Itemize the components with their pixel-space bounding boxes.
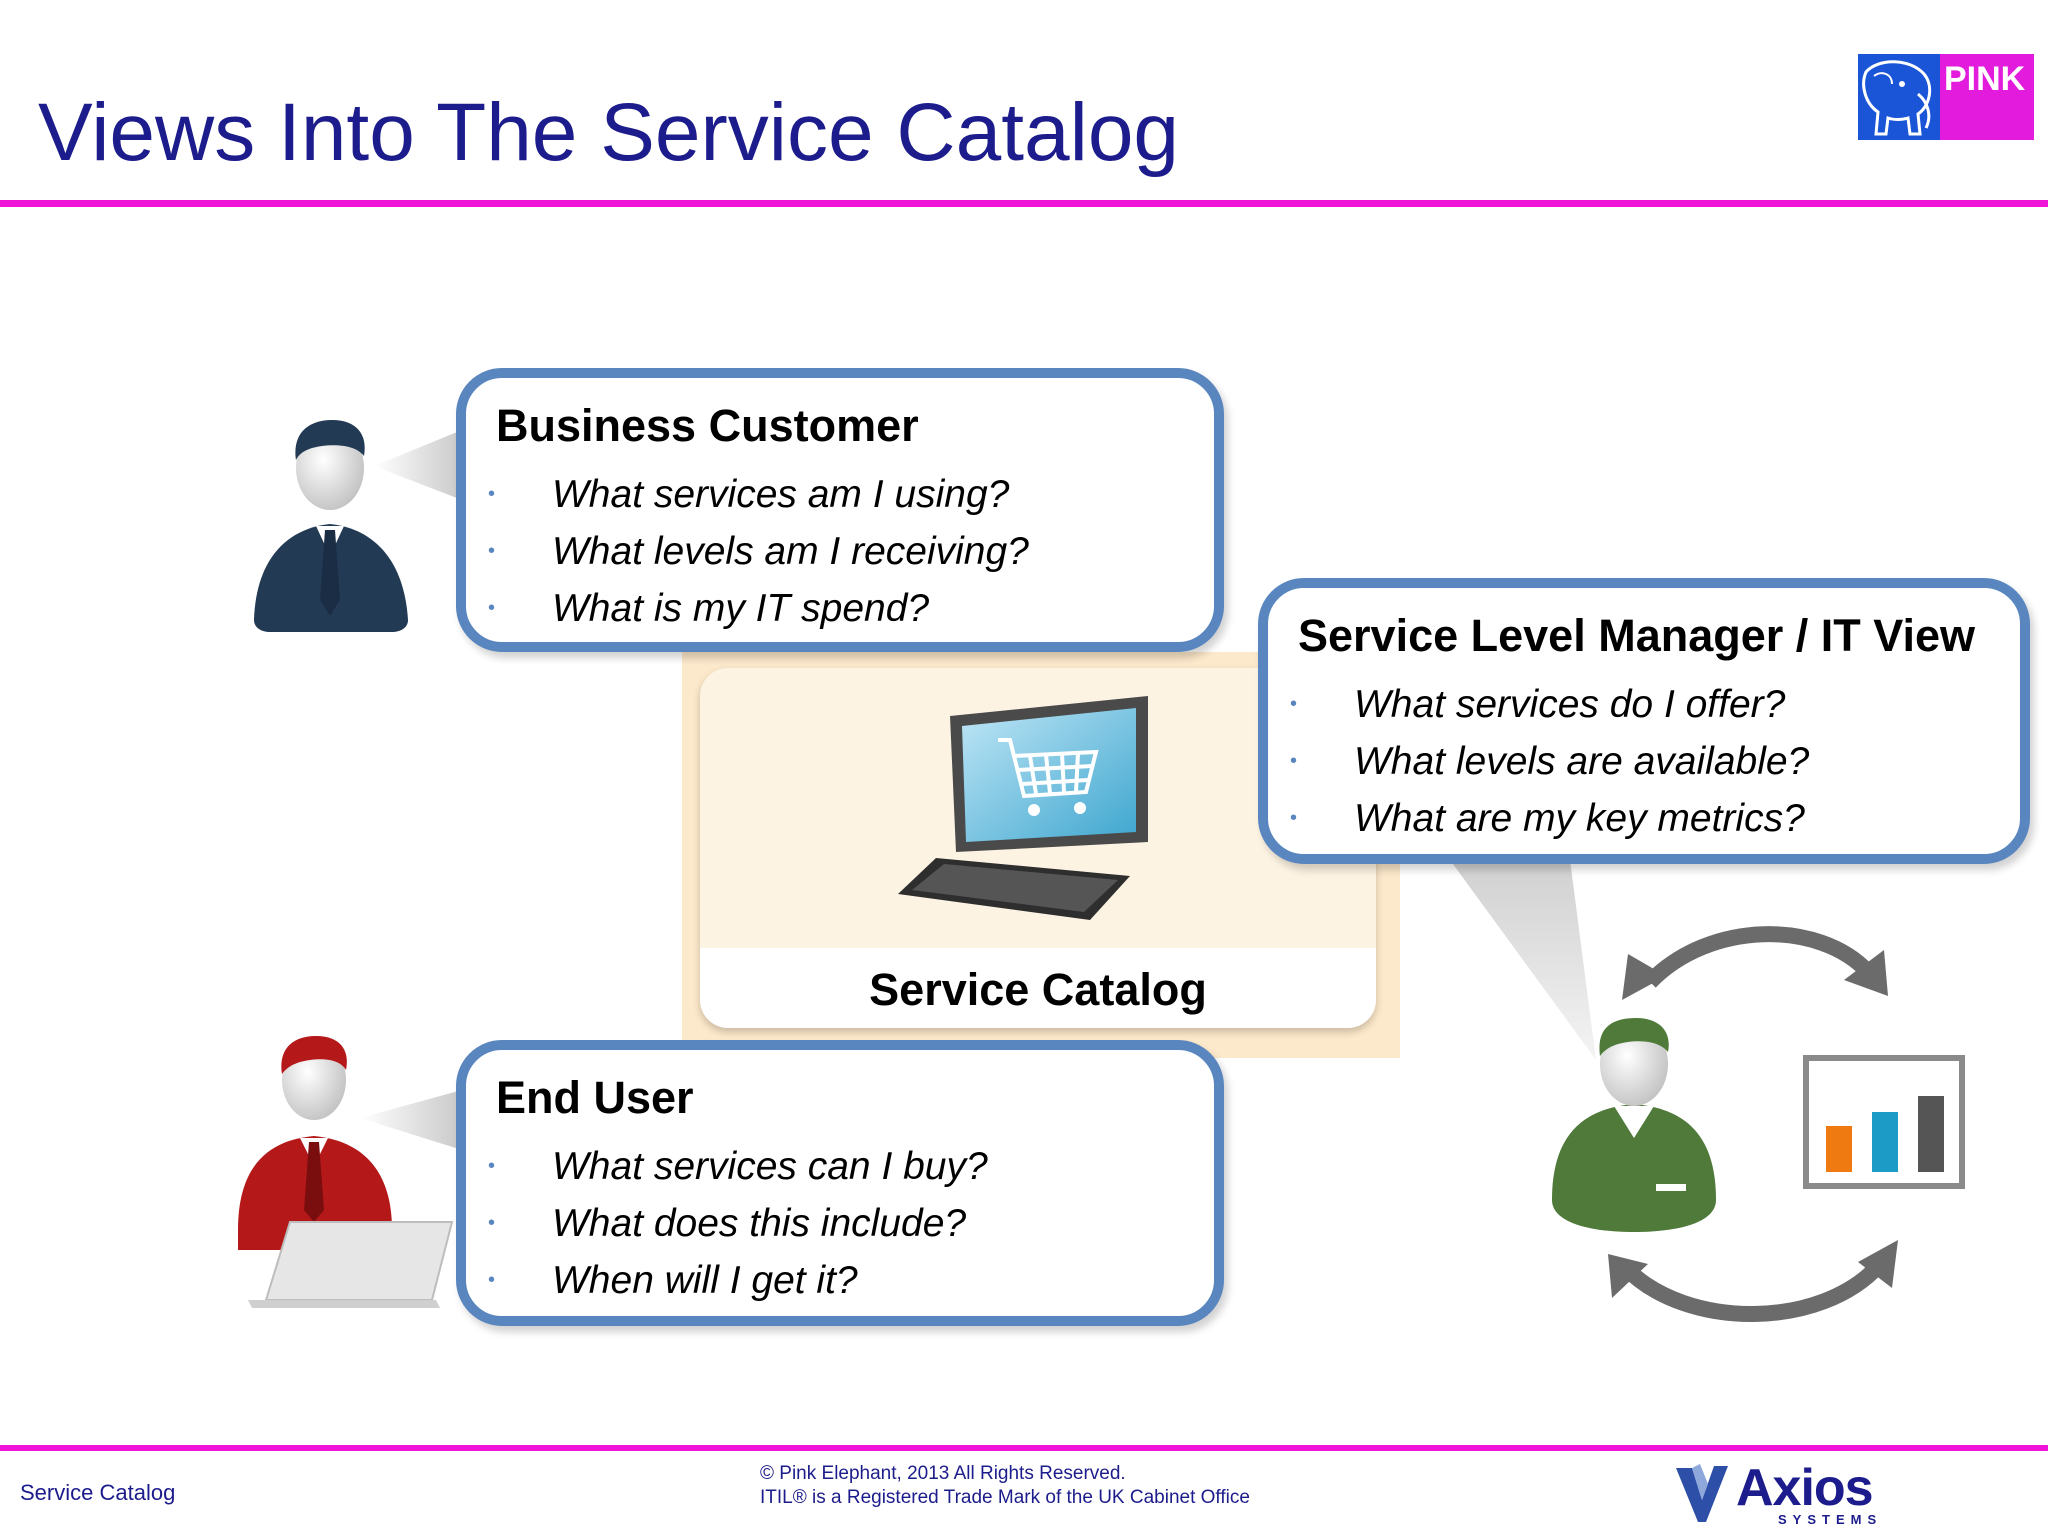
footer-copyright: © Pink Elephant, 2013 All Rights Reserve… (760, 1462, 1250, 1510)
service-catalog-label-strip (700, 948, 1376, 1028)
trademark-line: ITIL® is a Registered Trade Mark of the … (760, 1487, 1250, 1508)
elephant-logo-icon (1858, 54, 1940, 140)
axios-logo: Axios SYSTEMS (1672, 1458, 1882, 1528)
question-item: What does this include? (488, 1195, 988, 1252)
footer-section-title: Service Catalog (20, 1480, 176, 1505)
slm-person-icon (1552, 1018, 1716, 1232)
callout-heading: End User (496, 1072, 694, 1123)
question-item: What is my IT spend? (488, 580, 1029, 637)
business-speech-pointer (374, 430, 462, 500)
callout-question-list: What services do I offer? What levels ar… (1290, 676, 1809, 847)
question-item: What services do I offer? (1290, 676, 1809, 733)
business-customer-person-icon (254, 420, 408, 632)
callout-heading: Business Customer (496, 400, 919, 451)
bar-chart-icon (1803, 1055, 1965, 1189)
question-item: What services am I using? (488, 466, 1029, 523)
header-divider (0, 200, 2048, 207)
callout-question-list: What services am I using? What levels am… (488, 466, 1029, 637)
slm-speech-pointer (1450, 860, 1596, 1060)
question-item: What levels am I receiving? (488, 523, 1029, 580)
question-item: What levels are available? (1290, 733, 1809, 790)
slm-it-view-callout: Service Level Manager / IT View What ser… (1258, 578, 2030, 864)
laptop-icon (248, 1221, 454, 1308)
cycle-arrows-icon (1620, 926, 1887, 1322)
cycle-arrow-heads (1608, 950, 1898, 1298)
question-item: When will I get it? (488, 1252, 988, 1309)
logo-text: PINK (1940, 54, 2034, 140)
pink-elephant-logo: PINK (1858, 54, 2034, 140)
page-title: Views Into The Service Catalog (38, 87, 1180, 178)
axios-logo-word: Axios (1736, 1459, 1874, 1517)
question-item: What are my key metrics? (1290, 790, 1809, 847)
footer-divider (0, 1445, 2048, 1451)
business-customer-callout: Business Customer What services am I usi… (456, 368, 1224, 652)
end-user-callout: End User What services can I buy? What d… (456, 1040, 1224, 1326)
callout-heading: Service Level Manager / IT View (1298, 610, 1975, 661)
axios-logo-subtext: SYSTEMS (1778, 1512, 1883, 1527)
service-catalog-label: Service Catalog (869, 964, 1207, 1015)
question-item: What services can I buy? (488, 1138, 988, 1195)
end-user-speech-pointer (360, 1090, 462, 1150)
copyright-line: © Pink Elephant, 2013 All Rights Reserve… (760, 1463, 1126, 1484)
computer-cart-icon (898, 696, 1148, 920)
service-catalog-panel: Service Catalog (700, 668, 1376, 1028)
axios-logo-icon (1676, 1464, 1728, 1522)
callout-question-list: What services can I buy? What does this … (488, 1138, 988, 1309)
